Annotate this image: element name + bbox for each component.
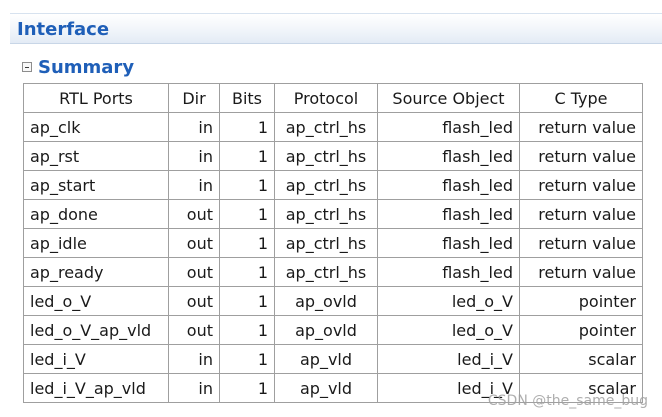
cell-source-object: led_o_V bbox=[377, 286, 520, 316]
cell-c-type: return value bbox=[519, 257, 643, 287]
cell-protocol: ap_vld bbox=[274, 373, 378, 403]
cell-c-type: scalar bbox=[519, 373, 643, 403]
cell-source-object: led_i_V bbox=[377, 344, 520, 374]
cell-rtl-port: ap_clk bbox=[23, 112, 169, 142]
cell-source-object: led_o_V bbox=[377, 315, 520, 345]
cell-rtl-port: led_o_V bbox=[23, 286, 169, 316]
cell-dir: out bbox=[168, 257, 220, 287]
cell-dir: in bbox=[168, 373, 220, 403]
table-header-row: RTL Ports Dir Bits Protocol Source Objec… bbox=[23, 83, 643, 113]
table-row[interactable]: ap_clk in 1 ap_ctrl_hs flash_led return … bbox=[23, 112, 643, 142]
cell-protocol: ap_ctrl_hs bbox=[274, 141, 378, 171]
cell-dir: in bbox=[168, 170, 220, 200]
cell-bits: 1 bbox=[219, 170, 275, 200]
cell-bits: 1 bbox=[219, 112, 275, 142]
cell-c-type: pointer bbox=[519, 315, 643, 345]
column-header-rtl-ports[interactable]: RTL Ports bbox=[23, 83, 169, 113]
cell-rtl-port: ap_ready bbox=[23, 257, 169, 287]
interface-summary-table: RTL Ports Dir Bits Protocol Source Objec… bbox=[23, 83, 643, 403]
cell-protocol: ap_ctrl_hs bbox=[274, 257, 378, 287]
table-row[interactable]: ap_start in 1 ap_ctrl_hs flash_led retur… bbox=[23, 170, 643, 200]
cell-dir: out bbox=[168, 315, 220, 345]
cell-bits: 1 bbox=[219, 257, 275, 287]
cell-source-object: flash_led bbox=[377, 170, 520, 200]
table-row[interactable]: led_i_V in 1 ap_vld led_i_V scalar bbox=[23, 344, 643, 374]
cell-source-object: flash_led bbox=[377, 199, 520, 229]
cell-protocol: ap_ctrl_hs bbox=[274, 112, 378, 142]
cell-rtl-port: led_i_V bbox=[23, 344, 169, 374]
cell-source-object: flash_led bbox=[377, 112, 520, 142]
cell-protocol: ap_ctrl_hs bbox=[274, 170, 378, 200]
column-header-protocol[interactable]: Protocol bbox=[274, 83, 378, 113]
cell-bits: 1 bbox=[219, 199, 275, 229]
column-header-bits[interactable]: Bits bbox=[219, 83, 275, 113]
cell-protocol: ap_ctrl_hs bbox=[274, 228, 378, 258]
column-header-source-object[interactable]: Source Object bbox=[377, 83, 520, 113]
cell-dir: out bbox=[168, 286, 220, 316]
cell-c-type: return value bbox=[519, 170, 643, 200]
table-row[interactable]: ap_idle out 1 ap_ctrl_hs flash_led retur… bbox=[23, 228, 643, 258]
cell-rtl-port: ap_rst bbox=[23, 141, 169, 171]
collapse-minus-icon[interactable] bbox=[22, 62, 32, 72]
cell-source-object: flash_led bbox=[377, 141, 520, 171]
cell-dir: in bbox=[168, 344, 220, 374]
cell-dir: out bbox=[168, 199, 220, 229]
cell-rtl-port: led_o_V_ap_vld bbox=[23, 315, 169, 345]
cell-rtl-port: ap_idle bbox=[23, 228, 169, 258]
cell-protocol: ap_ctrl_hs bbox=[274, 199, 378, 229]
cell-dir: in bbox=[168, 141, 220, 171]
cell-dir: out bbox=[168, 228, 220, 258]
cell-protocol: ap_vld bbox=[274, 344, 378, 374]
table-row[interactable]: ap_ready out 1 ap_ctrl_hs flash_led retu… bbox=[23, 257, 643, 287]
column-header-dir[interactable]: Dir bbox=[168, 83, 220, 113]
cell-bits: 1 bbox=[219, 373, 275, 403]
cell-bits: 1 bbox=[219, 228, 275, 258]
cell-rtl-port: led_i_V_ap_vld bbox=[23, 373, 169, 403]
summary-section-header[interactable]: Summary bbox=[22, 54, 134, 80]
cell-dir: in bbox=[168, 112, 220, 142]
table-row[interactable]: led_o_V_ap_vld out 1 ap_ovld led_o_V poi… bbox=[23, 315, 643, 345]
summary-title: Summary bbox=[38, 56, 135, 78]
cell-c-type: return value bbox=[519, 141, 643, 171]
cell-c-type: return value bbox=[519, 228, 643, 258]
table-row[interactable]: ap_rst in 1 ap_ctrl_hs flash_led return … bbox=[23, 141, 643, 171]
cell-c-type: return value bbox=[519, 199, 643, 229]
interface-title-bar: Interface bbox=[10, 13, 662, 44]
cell-source-object: led_i_V bbox=[377, 373, 520, 403]
cell-rtl-port: ap_done bbox=[23, 199, 169, 229]
cell-bits: 1 bbox=[219, 286, 275, 316]
cell-c-type: return value bbox=[519, 112, 643, 142]
cell-rtl-port: ap_start bbox=[23, 170, 169, 200]
table-row[interactable]: ap_done out 1 ap_ctrl_hs flash_led retur… bbox=[23, 199, 643, 229]
cell-bits: 1 bbox=[219, 141, 275, 171]
cell-protocol: ap_ovld bbox=[274, 286, 378, 316]
cell-bits: 1 bbox=[219, 315, 275, 345]
cell-source-object: flash_led bbox=[377, 228, 520, 258]
cell-c-type: scalar bbox=[519, 344, 643, 374]
cell-c-type: pointer bbox=[519, 286, 643, 316]
column-header-c-type[interactable]: C Type bbox=[519, 83, 643, 113]
table-row[interactable]: led_o_V out 1 ap_ovld led_o_V pointer bbox=[23, 286, 643, 316]
cell-bits: 1 bbox=[219, 344, 275, 374]
cell-protocol: ap_ovld bbox=[274, 315, 378, 345]
cell-source-object: flash_led bbox=[377, 257, 520, 287]
interface-title: Interface bbox=[17, 19, 110, 40]
table-row[interactable]: led_i_V_ap_vld in 1 ap_vld led_i_V scala… bbox=[23, 373, 643, 403]
